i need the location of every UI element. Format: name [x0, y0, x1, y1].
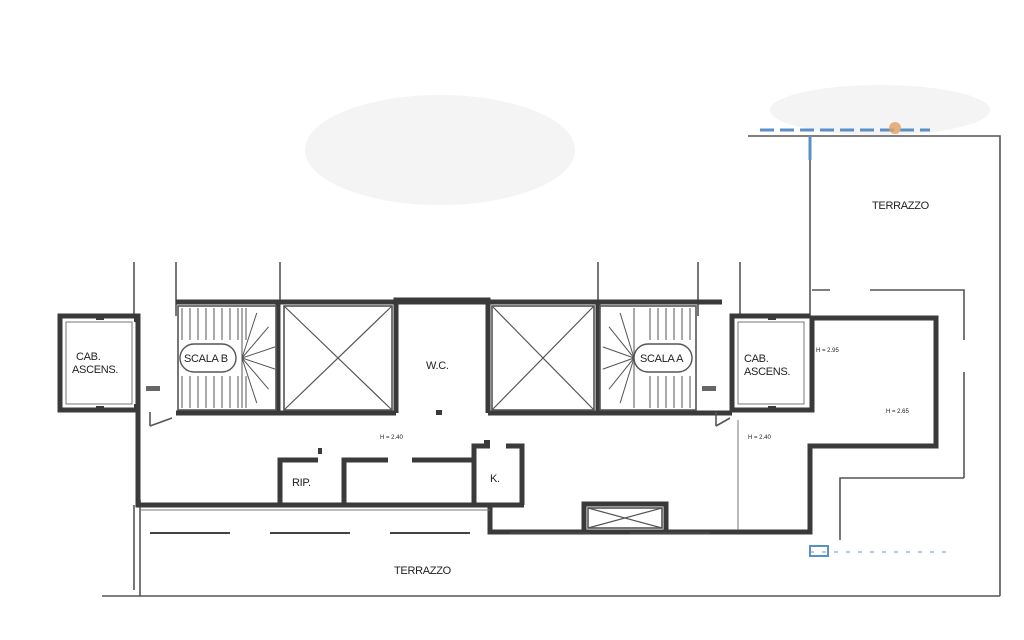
label-k: K. [490, 473, 500, 485]
label-cab-right-2: ASCENS. [744, 366, 790, 378]
background-smudges [305, 85, 990, 205]
height-265: H = 2.65 [886, 409, 910, 415]
stair-tread [619, 357, 635, 404]
label-terrazzo-top: TERRAZZO [872, 200, 930, 212]
terrace-bottom-dashes [140, 420, 750, 534]
color-accents [760, 122, 950, 553]
label-cab-right-1: CAB. [744, 353, 769, 365]
terrace-right-dashed [812, 289, 965, 540]
stair-tread [608, 357, 635, 390]
walls [57, 297, 939, 535]
stair-tread [241, 326, 269, 359]
stair-labels: SCALA B SCALA A [179, 343, 693, 373]
stair-tread [602, 346, 635, 359]
stair-tread [602, 357, 635, 370]
void-crosses [283, 305, 663, 529]
label-wc: W.C. [426, 360, 449, 372]
stair-a [599, 305, 697, 411]
stair-tread [619, 312, 635, 359]
height-295: H = 2.95 [816, 348, 840, 354]
height-240-right: H = 2.40 [748, 435, 772, 441]
stair-tread [241, 346, 276, 359]
label-terrazzo-bottom: TERRAZZO [394, 565, 452, 577]
label-cab-left-1: CAB. [76, 351, 101, 363]
stair-tread [608, 326, 635, 359]
stair-tread [241, 357, 276, 370]
height-240-center: H = 2.40 [380, 435, 404, 441]
door-marks [96, 314, 776, 454]
stair-tread [241, 312, 258, 359]
stair-tread [241, 357, 269, 390]
outer-boundary [102, 135, 1001, 597]
room-labels: TERRAZZO TERRAZZO CAB. ASCENS. CAB. ASCE… [72, 200, 930, 577]
label-scala-b: SCALA B [184, 353, 228, 365]
label-cab-left-2: ASCENS. [72, 364, 118, 376]
label-scala-a: SCALA A [640, 353, 684, 365]
height-labels: H = 2.40 H = 2.40 H = 2.95 H = 2.65 [380, 348, 910, 441]
stair-b [177, 305, 277, 411]
label-rip: RIP. [292, 477, 311, 489]
small-markers [146, 386, 829, 557]
stair-tread [241, 357, 258, 404]
